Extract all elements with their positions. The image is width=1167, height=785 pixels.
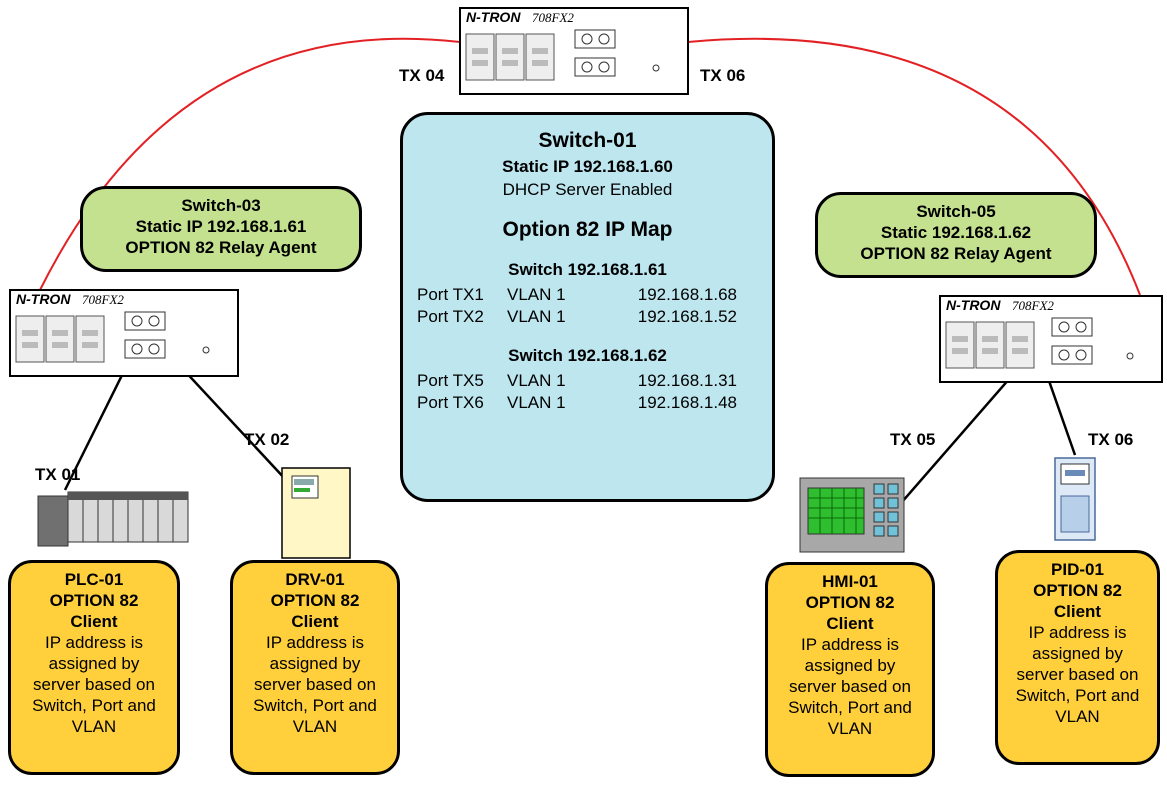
link-label-tx06: TX 06: [1088, 430, 1134, 449]
client-desc: VLAN: [1055, 707, 1100, 726]
switch-01-panel: Switch-01 Static IP 192.168.1.60 DHCP Se…: [400, 112, 775, 502]
client-name: HMI-01: [822, 572, 878, 591]
pid-device-icon: [1054, 457, 1096, 541]
link-sw5-hmi: [894, 377, 1011, 511]
client-desc: server based on: [33, 675, 155, 694]
map-group-header: Switch 192.168.1.62: [508, 346, 667, 365]
client-desc: Switch, Port and: [253, 696, 377, 715]
client-option: OPTION 82: [805, 593, 895, 612]
link-label-tx06-top: TX 06: [700, 66, 746, 85]
map-port: Port TX1: [417, 285, 484, 304]
map-row: Port TX6 VLAN 1 192.168.1.48: [417, 392, 772, 414]
map-port: Port TX6: [417, 393, 484, 412]
switch-01-hardware: N-TRON 708FX2: [459, 7, 689, 95]
drive-device-icon: [281, 467, 351, 559]
map-ip: 192.168.1.68: [637, 285, 737, 304]
client-hmi-01: HMI-01 OPTION 82 Client IP address is as…: [765, 562, 935, 777]
svg-text:708FX2: 708FX2: [1012, 298, 1054, 313]
link-label-tx02: TX 02: [244, 430, 290, 449]
client-desc: assigned by: [48, 654, 140, 673]
client-desc: assigned by: [1032, 644, 1123, 663]
client-desc: IP address is: [1028, 623, 1127, 642]
switch-05-role: OPTION 82 Relay Agent: [860, 244, 1052, 263]
client-role: Client: [826, 614, 874, 633]
hmi-device-icon: [799, 477, 905, 553]
client-option: OPTION 82: [1033, 581, 1122, 600]
svg-text:708FX2: 708FX2: [82, 292, 124, 307]
client-option: OPTION 82: [270, 591, 360, 610]
client-pid-01: PID-01 OPTION 82 Client IP address is as…: [995, 550, 1160, 765]
map-vlan: VLAN 1: [507, 285, 566, 304]
client-desc: assigned by: [804, 656, 896, 675]
switch-03-ip: Static IP 192.168.1.61: [135, 217, 307, 236]
switch-03-role: OPTION 82 Relay Agent: [125, 238, 317, 257]
client-name: PID-01: [1051, 560, 1104, 579]
client-plc-01: PLC-01 OPTION 82 Client IP address is as…: [8, 560, 180, 775]
client-desc: server based on: [254, 675, 376, 694]
map-port: Port TX2: [417, 307, 484, 326]
link-label-tx01: TX 01: [35, 465, 81, 484]
client-desc: Switch, Port and: [32, 696, 156, 715]
switch-01-ip: Static IP 192.168.1.60: [502, 157, 673, 176]
map-row: Port TX5 VLAN 1 192.168.1.31: [417, 370, 772, 392]
switch-05-hardware: N-TRON 708FX2: [939, 295, 1163, 383]
map-group-header: Switch 192.168.1.61: [508, 260, 667, 279]
uplink-sw1-to-sw5: [687, 37, 1141, 296]
model-label: 708FX2: [532, 10, 574, 25]
brand-logo: N-TRON: [466, 9, 521, 25]
client-desc: Switch, Port and: [1015, 686, 1140, 705]
switch-01-title: Switch-01: [538, 129, 637, 152]
map-ip: 192.168.1.31: [637, 371, 737, 390]
switch-05-panel: Switch-05 Static 192.168.1.62 OPTION 82 …: [815, 192, 1097, 278]
client-role: Client: [1053, 602, 1102, 621]
client-desc: IP address is: [45, 633, 143, 652]
svg-text:N-TRON: N-TRON: [16, 291, 71, 307]
map-ip: 192.168.1.52: [637, 307, 737, 326]
plc-device-icon: [37, 491, 189, 547]
client-desc: IP address is: [266, 633, 364, 652]
client-desc: VLAN: [827, 719, 873, 738]
switch-01-dhcp: DHCP Server Enabled: [502, 180, 673, 199]
client-desc: VLAN: [292, 717, 338, 736]
client-desc: VLAN: [71, 717, 117, 736]
link-sw5-pid: [1046, 377, 1077, 456]
client-desc: IP address is: [801, 635, 899, 654]
map-row: Port TX2 VLAN 1 192.168.1.52: [417, 306, 772, 328]
map-row: Port TX1 VLAN 1 192.168.1.68: [417, 284, 772, 306]
ip-map-title: Option 82 IP Map: [502, 218, 673, 241]
client-drv-01: DRV-01 OPTION 82 Client IP address is as…: [230, 560, 400, 775]
map-vlan: VLAN 1: [507, 371, 566, 390]
client-role: Client: [291, 612, 339, 631]
map-port: Port TX5: [417, 371, 484, 390]
client-desc: server based on: [1016, 665, 1139, 684]
map-ip: 192.168.1.48: [637, 393, 737, 412]
switch-05-ip: Static 192.168.1.62: [880, 223, 1032, 242]
client-desc: Switch, Port and: [788, 698, 912, 717]
map-vlan: VLAN 1: [507, 307, 566, 326]
client-name: DRV-01: [285, 570, 345, 589]
svg-text:N-TRON: N-TRON: [946, 297, 1001, 313]
client-name: PLC-01: [64, 570, 124, 589]
client-option: OPTION 82: [49, 591, 139, 610]
switch-03-title: Switch-03: [181, 196, 261, 215]
link-label-tx05: TX 05: [890, 430, 936, 449]
link-label-tx04: TX 04: [399, 66, 445, 85]
client-desc: server based on: [789, 677, 911, 696]
map-vlan: VLAN 1: [507, 393, 566, 412]
switch-03-hardware: N-TRON 708FX2: [9, 289, 239, 377]
client-desc: assigned by: [269, 654, 361, 673]
switch-03-panel: Switch-03 Static IP 192.168.1.61 OPTION …: [80, 186, 362, 272]
client-role: Client: [70, 612, 118, 631]
switch-05-title: Switch-05: [916, 202, 996, 221]
